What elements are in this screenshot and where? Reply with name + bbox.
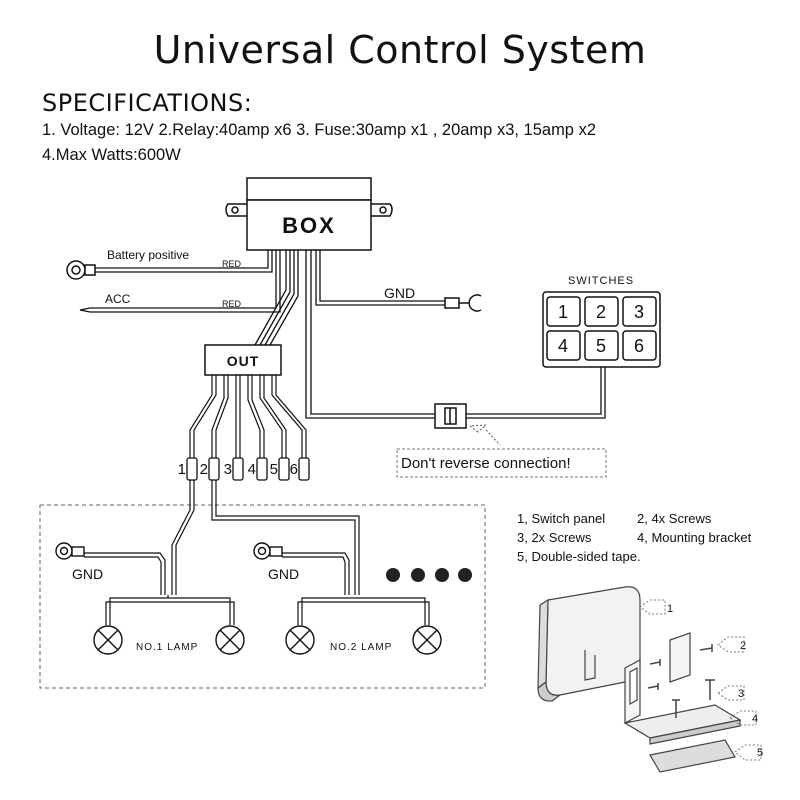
control-box bbox=[225, 177, 393, 251]
acc-red-label: RED bbox=[222, 299, 242, 309]
switch-cable-connector bbox=[434, 403, 467, 429]
specifications-line-2: 4.Max Watts:600W bbox=[42, 146, 181, 164]
parts-item-1: 1, Switch panel bbox=[517, 511, 606, 526]
specifications-heading: SPECIFICATIONS: bbox=[42, 89, 253, 117]
switch-6-number: 6 bbox=[634, 336, 644, 356]
callout-2: 2 bbox=[740, 640, 746, 652]
out-label: OUT bbox=[227, 353, 260, 369]
output-number-1: 1 bbox=[178, 461, 186, 478]
output-wires bbox=[189, 375, 307, 458]
output-number-6: 6 bbox=[290, 461, 298, 478]
switch-4[interactable] bbox=[546, 330, 581, 361]
lamp-wires bbox=[84, 480, 430, 625]
gnd-fork-terminal bbox=[444, 294, 482, 312]
more-lamps-dots bbox=[386, 568, 472, 582]
switch-3-number: 3 bbox=[634, 302, 644, 322]
lamp-2b bbox=[412, 625, 442, 655]
switch-5[interactable] bbox=[584, 330, 619, 361]
warning-box bbox=[396, 448, 607, 478]
parts-item-2: 2, 4x Screws bbox=[637, 511, 712, 526]
specifications-line-1: 1. Voltage: 12V 2.Relay:40amp x6 3. Fuse… bbox=[42, 121, 596, 139]
box-label: BOX bbox=[282, 213, 336, 238]
lamp1-label: NO.1 LAMP bbox=[136, 642, 198, 653]
output-number-4: 4 bbox=[248, 461, 256, 478]
parts-item-3: 3, 2x Screws bbox=[517, 530, 592, 545]
switch-1[interactable] bbox=[546, 296, 581, 327]
mounting-illustration bbox=[537, 586, 742, 773]
switch-5-number: 5 bbox=[596, 336, 606, 356]
lamp2-gnd-label: GND bbox=[268, 566, 299, 582]
lamp2-label: NO.2 LAMP bbox=[330, 642, 392, 653]
parts-item-4: 4, Mounting bracket bbox=[637, 530, 752, 545]
lamp-2a bbox=[285, 625, 315, 655]
switch-1-number: 1 bbox=[558, 302, 568, 322]
output-number-2: 2 bbox=[200, 461, 208, 478]
output-plugs bbox=[186, 457, 310, 481]
callout-1: 1 bbox=[667, 603, 673, 615]
switch-6[interactable] bbox=[622, 330, 657, 361]
warning-text: Don't reverse connection! bbox=[401, 455, 571, 472]
output-number-5: 5 bbox=[270, 461, 278, 478]
callout-4: 4 bbox=[752, 713, 758, 725]
lamp1-gnd-label: GND bbox=[72, 566, 103, 582]
switch-3[interactable] bbox=[622, 296, 657, 327]
lamp-area-border bbox=[39, 504, 486, 689]
callout-tags bbox=[639, 599, 762, 761]
battery-ring-terminal bbox=[66, 260, 96, 280]
switches-label: SWITCHES bbox=[568, 275, 634, 287]
lamp1-gnd-terminal bbox=[55, 542, 85, 560]
acc-wire-end bbox=[79, 307, 91, 313]
switch-2-number: 2 bbox=[596, 302, 606, 322]
parts-item-5: 5, Double-sided tape. bbox=[517, 549, 641, 564]
callout-3: 3 bbox=[738, 688, 744, 700]
callout-5: 5 bbox=[757, 747, 763, 759]
lamp-1a bbox=[93, 625, 123, 655]
switch-4-number: 4 bbox=[558, 336, 568, 356]
output-number-3: 3 bbox=[224, 461, 232, 478]
page-title: Universal Control System bbox=[153, 28, 647, 72]
lamp2-gnd-terminal bbox=[253, 542, 283, 560]
lamp-1b bbox=[215, 625, 245, 655]
battery-positive-label: Battery positive bbox=[107, 248, 189, 262]
battery-red-label: RED bbox=[222, 259, 242, 269]
gnd-label-box: GND bbox=[384, 285, 415, 301]
warning-pointer bbox=[468, 424, 488, 433]
box-wires bbox=[90, 250, 606, 419]
acc-label: ACC bbox=[105, 292, 131, 306]
switch-2[interactable] bbox=[584, 296, 619, 327]
out-block bbox=[204, 344, 282, 376]
